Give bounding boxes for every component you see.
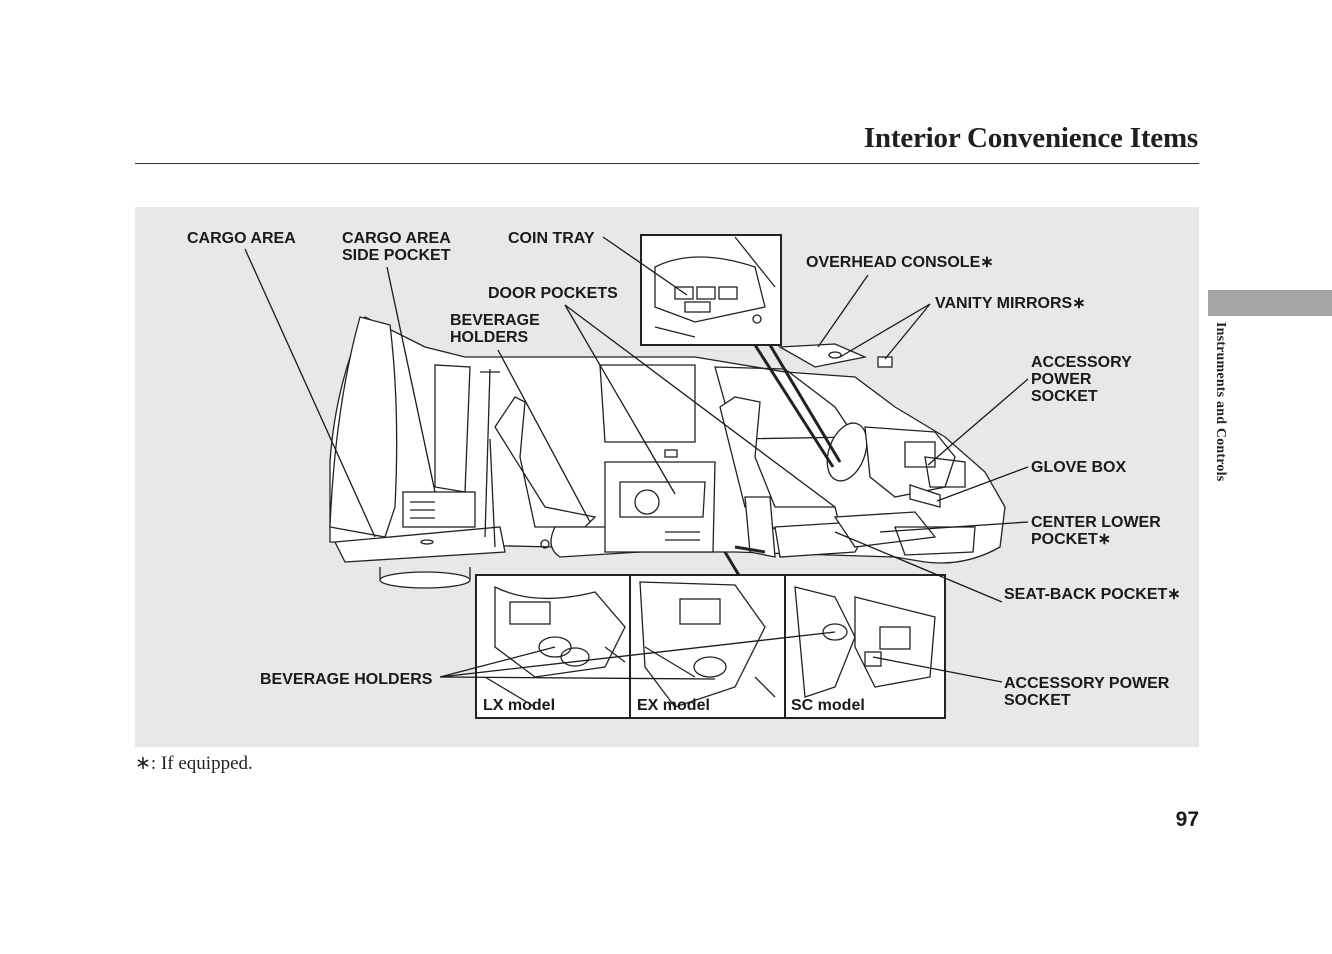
model-label-sc: SC model bbox=[791, 697, 865, 714]
title-rule bbox=[135, 163, 1199, 164]
label-door-pockets: DOOR POCKETS bbox=[488, 285, 618, 302]
label-vanity-mirrors: VANITY MIRRORS∗ bbox=[935, 295, 1086, 312]
section-tab bbox=[1208, 290, 1332, 316]
section-tab-label: Instruments and Controls bbox=[1213, 322, 1228, 482]
page-title: Interior Convenience Items bbox=[863, 122, 1198, 154]
label-overhead-console: OVERHEAD CONSOLE∗ bbox=[806, 254, 994, 271]
label-cargo-area: CARGO AREA bbox=[187, 230, 296, 247]
label-coin-tray: COIN TRAY bbox=[508, 230, 595, 247]
model-label-lx: LX model bbox=[483, 697, 556, 714]
vehicle-interior-illustration bbox=[244, 234, 1029, 719]
label-seat-back-pocket: SEAT-BACK POCKET∗ bbox=[1004, 586, 1181, 603]
label-glove-box: GLOVE BOX bbox=[1031, 459, 1127, 476]
label-center-lower-pocket: CENTER LOWER POCKET∗ bbox=[1031, 514, 1161, 548]
page-number: 97 bbox=[1175, 808, 1199, 831]
model-label-ex: EX model bbox=[637, 697, 710, 714]
footnote: ∗: If equipped. bbox=[135, 753, 253, 774]
label-accessory-power-socket-bottom: ACCESSORY POWER SOCKET bbox=[1004, 675, 1170, 709]
label-beverage-holders-bottom: BEVERAGE HOLDERS bbox=[260, 671, 433, 688]
label-accessory-power-socket-top: ACCESSORY POWER SOCKET bbox=[1031, 354, 1132, 405]
interior-diagram: CARGO AREA CARGO AREA SIDE POCKET COIN T… bbox=[135, 207, 1199, 747]
label-cargo-area-side-pocket: CARGO AREA SIDE POCKET bbox=[342, 230, 451, 264]
label-beverage-holders-top: BEVERAGE HOLDERS bbox=[450, 312, 540, 346]
